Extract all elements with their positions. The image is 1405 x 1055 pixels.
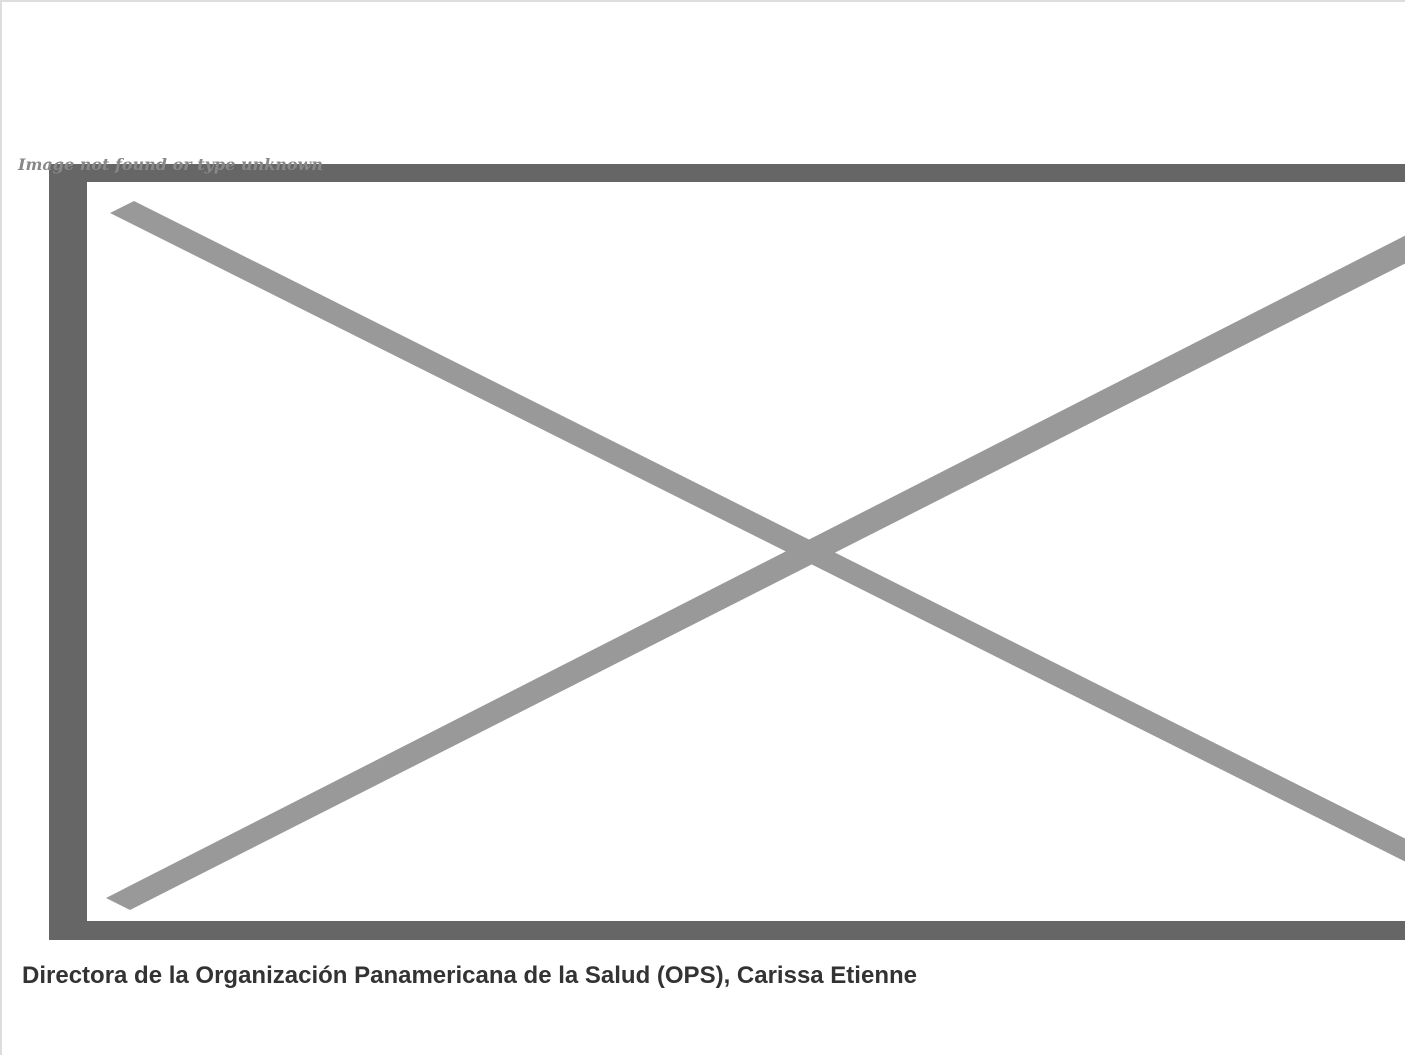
cross-line-down [110, 201, 1405, 862]
broken-image-icon [49, 164, 1405, 940]
image-caption: Directora de la Organización Panamerican… [22, 962, 917, 989]
broken-image-placeholder: Image not found or type unknown [2, 2, 1405, 942]
image-alt-text: Image not found or type unknown [18, 155, 323, 174]
cross-line-up [106, 235, 1405, 910]
